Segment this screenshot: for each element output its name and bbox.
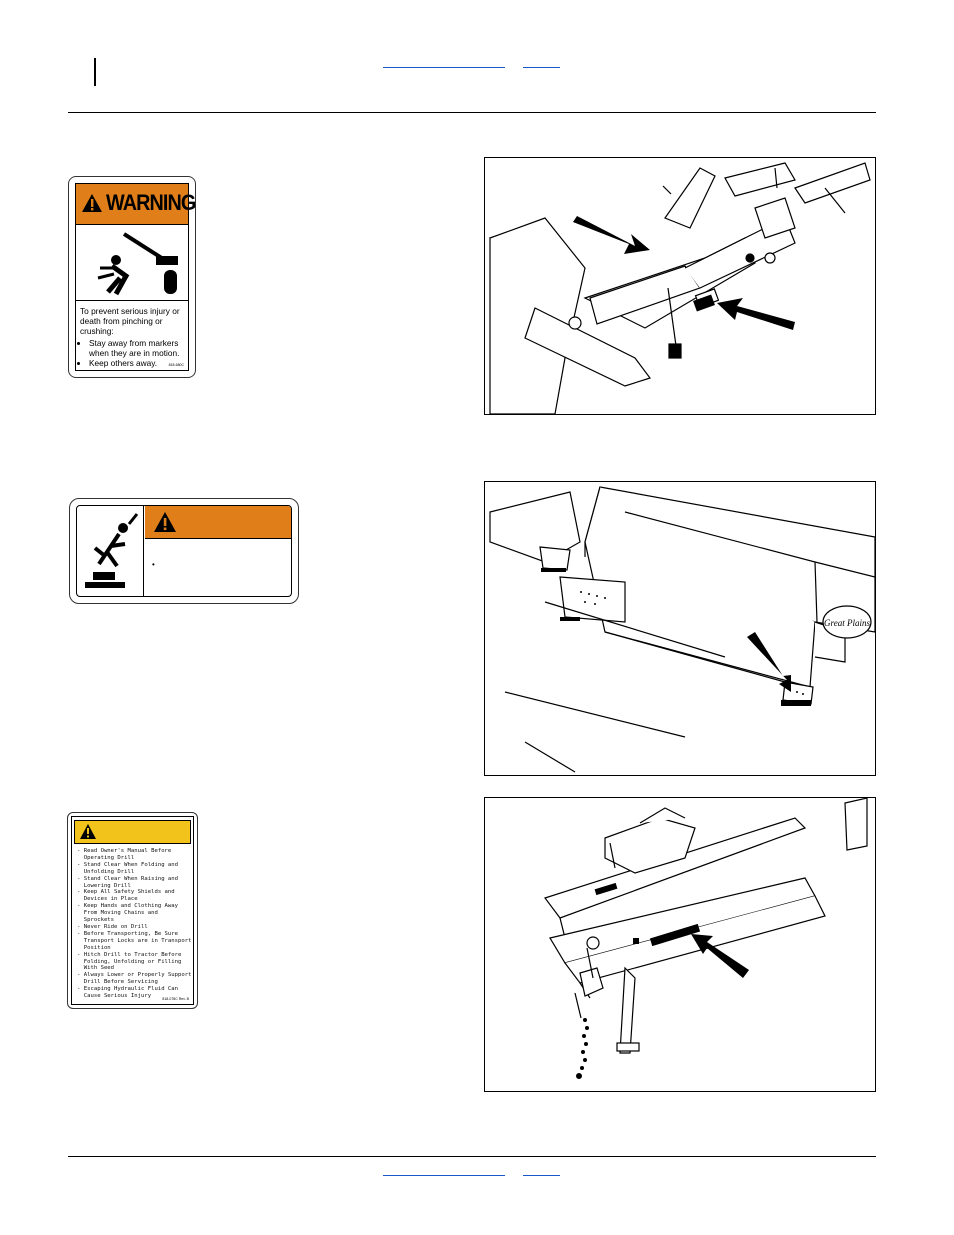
warning-text: To prevent serious injury or death from … [80,306,185,368]
header-link-underline-2[interactable] [523,67,560,68]
caution-line: - Escaping Hydraulic Fluid Can [77,986,179,993]
danger-bullet: • [152,560,155,569]
caution-line: Folding, Unfolding or Filling [77,958,182,965]
caution-line: Position [77,944,111,951]
caution-line: - Before Transporting, Be Sure [77,930,179,937]
caution-decal: - Read Owner's Manual Before Operating D… [67,812,198,1009]
caution-line: Sprockets [77,917,115,924]
figure-hopper-step: Great Plains [484,481,876,776]
caution-list: - Read Owner's Manual Before Operating D… [77,848,192,1000]
fall-hazard-pictogram [77,506,144,596]
caution-line: - Keep All Safety Shields and [77,889,175,896]
footer-rule [68,1156,876,1157]
header-link-underline-1[interactable] [383,67,505,68]
warning-bullet: Keep others away. [89,358,185,368]
caution-line: Devices in Place [77,896,138,903]
hitch-tongue-illustration [544,798,868,1079]
warning-signal-word: WARNING [106,190,196,215]
caution-header [74,820,191,844]
caution-line: - Always Lower or Properly Support [77,972,192,979]
header-margin-bar [94,58,96,86]
warning-message: To prevent serious injury or death from … [80,306,180,336]
figure-hitch-tongue [484,797,876,1092]
caution-line: - Stand Clear When Folding and [77,861,179,868]
danger-header [145,506,291,539]
falling-person-icon [85,513,139,588]
caution-line: - Keep Hands and Clothing Away [77,903,179,910]
caution-line: - Read Owner's Manual Before [77,848,172,854]
fall-hazard-decal: • [69,498,299,604]
hopper-step-illustration: Great Plains [489,486,875,773]
caution-line: With Seed [77,965,115,972]
caution-line: Lowering Drill [77,882,131,889]
logo-text: Great Plains [824,618,870,628]
alert-triangle-icon [154,512,176,532]
great-plains-logo: Great Plains [822,605,872,639]
marker-arm-illustration [489,162,871,414]
caution-line: Operating Drill [77,854,135,861]
caution-line: From Moving Chains and [77,910,158,917]
footer-link-underline-2[interactable] [523,1175,560,1176]
alert-triangle-icon [80,824,96,839]
header-rule [68,112,876,113]
caution-line: - Never Ride on Drill [77,923,148,930]
caution-line: Unfolding Drill [77,868,135,875]
footer-link-underline-1[interactable] [383,1175,505,1176]
caution-line: Cause Serious Injury [77,993,152,1000]
caution-line: - Stand Clear When Raising and [77,875,179,882]
alert-triangle-icon [82,194,102,212]
caution-line: Drill Before Servicing [77,979,158,986]
caution-decal-code: 818-078C Rev. B [162,997,189,1001]
warning-header: WARNING [76,184,196,225]
caution-line: - Hitch Drill to Tractor Before [77,951,182,958]
warning-decal-code: 818-680C [168,363,184,367]
crush-hazard-pictogram [97,232,178,296]
warning-bullet: Stay away from markers when they are in … [89,338,185,358]
warning-decal: WARNING To prevent serious injury or dea… [68,176,196,378]
caution-line: Transport Locks are in Transport [77,937,192,944]
figure-marker-arm [484,157,876,415]
